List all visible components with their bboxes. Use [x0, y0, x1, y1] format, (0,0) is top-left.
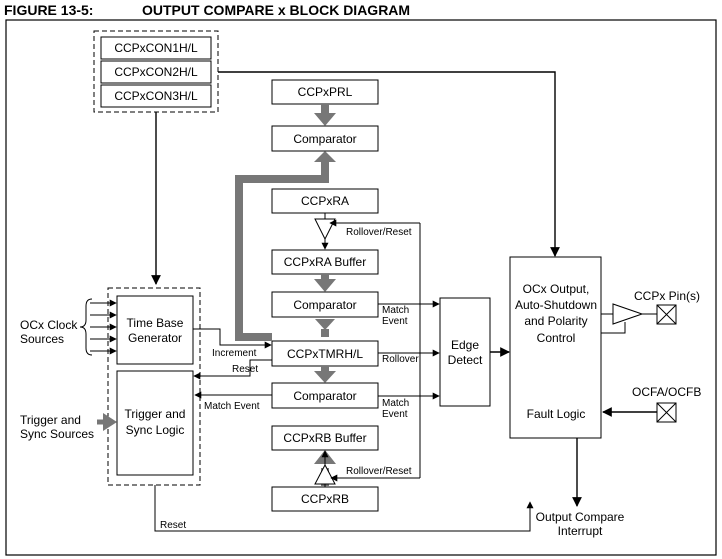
trigger-sources-bus-head	[103, 413, 117, 431]
con2-label: CCPxCON2H/L	[114, 65, 198, 79]
match-event-bot-line2: Event	[382, 409, 408, 420]
comparator-bot-label: Comparator	[293, 389, 356, 403]
figure-number: FIGURE 13-5:	[4, 2, 94, 18]
con3-register-box	[100, 84, 212, 108]
ccpx-pins-label: CCPx Pin(s)	[634, 289, 700, 303]
rollover-label: Rollover	[382, 354, 419, 365]
figure-title: OUTPUT COMPARE x BLOCK DIAGRAM	[142, 2, 411, 18]
fault-logic-label: Fault Logic	[527, 407, 586, 421]
rb-buffer-gate	[314, 463, 336, 485]
match-event-left-label: Match Event	[204, 401, 260, 412]
clock-sources-brace	[79, 298, 93, 356]
time-base-generator-box	[116, 295, 194, 365]
ocx-output-line4: Control	[537, 331, 576, 345]
edge-detect-line2: Detect	[448, 353, 483, 367]
trigger-sync-logic-box	[116, 370, 194, 476]
ocx-output-control-box	[509, 256, 602, 439]
reset-tb-label: Reset	[232, 364, 258, 375]
ccpxrb-label: CCPxRB	[301, 492, 349, 506]
ocfa-ocfb-label: OCFA/OCFB	[632, 385, 701, 399]
edge-detect-line1: Edge	[451, 338, 479, 352]
reset-tb-arrow	[193, 359, 272, 380]
figure-caption: FIGURE 13-5: OUTPUT COMPARE x BLOCK DIAG…	[0, 0, 722, 20]
trigger-sources-line1: Trigger and	[20, 413, 81, 427]
ccpxtmr-box	[271, 340, 379, 367]
ocx-output-line1: OCx Output,	[523, 282, 590, 296]
clock-sources-line1: OCx Clock	[20, 318, 78, 332]
time-base-line2: Generator	[128, 331, 182, 345]
trigger-sync-line1: Trigger and	[125, 407, 186, 421]
comparator-mid-label: Comparator	[293, 298, 356, 312]
interrupt-line2: Interrupt	[558, 524, 603, 538]
ccpxrb-buffer-box	[271, 425, 379, 451]
ccpxra-label: CCPxRA	[301, 194, 349, 208]
rollover-reset-top-label: Rollover/Reset	[346, 227, 412, 238]
match-event-bot-line1: Match	[382, 398, 409, 409]
clock-sources-line2: Sources	[20, 332, 64, 346]
timer-bus-head-mid	[315, 319, 335, 330]
reset-bottom-label: Reset	[160, 520, 186, 531]
match-event-top-line1: Match	[382, 305, 409, 316]
edge-detect-box	[439, 297, 491, 407]
increment-label: Increment	[212, 348, 257, 359]
trigger-sources-line2: Sync Sources	[20, 427, 94, 441]
con3-label: CCPxCON3H/L	[114, 89, 198, 103]
trigger-sync-line2: Sync Logic	[126, 423, 185, 437]
rollover-reset-bot-label: Rollover/Reset	[346, 466, 412, 477]
ccpxprl-label: CCPxPRL	[298, 85, 353, 99]
interrupt-line1: Output Compare	[536, 510, 625, 524]
reset-bottom-arrow	[154, 485, 534, 532]
timer-bus-head-top	[314, 151, 336, 162]
con2-to-output-arrow	[218, 71, 560, 257]
ccpxrb-buffer-label: CCPxRB Buffer	[283, 431, 366, 445]
ccpxrb-box	[271, 486, 379, 512]
con1-register-box	[100, 36, 212, 60]
timer-to-comparator-bus	[235, 160, 329, 341]
output-buffer-triangle	[612, 303, 644, 325]
figure-border	[5, 19, 717, 556]
con1-label: CCPxCON1H/L	[114, 41, 198, 55]
buffer-enable-line	[601, 322, 626, 334]
comparator-mid-box	[271, 291, 379, 318]
ccpxra-buffer-label: CCPxRA Buffer	[284, 255, 366, 269]
con2-register-box	[100, 60, 212, 84]
ocx-output-line2: Auto-Shutdown	[515, 298, 597, 312]
timer-bus-segment	[321, 329, 329, 337]
increment-arrow	[193, 328, 272, 349]
ra-buffer-gate	[314, 218, 336, 241]
time-base-line1: Time Base	[127, 316, 184, 330]
comparator-top-label: Comparator	[293, 132, 356, 146]
ccpxprl-box	[271, 79, 379, 105]
ccpxtmr-label: CCPxTMRH/L	[287, 347, 363, 361]
ocx-output-line3: and Polarity	[524, 314, 587, 328]
match-event-top-line2: Event	[382, 316, 408, 327]
